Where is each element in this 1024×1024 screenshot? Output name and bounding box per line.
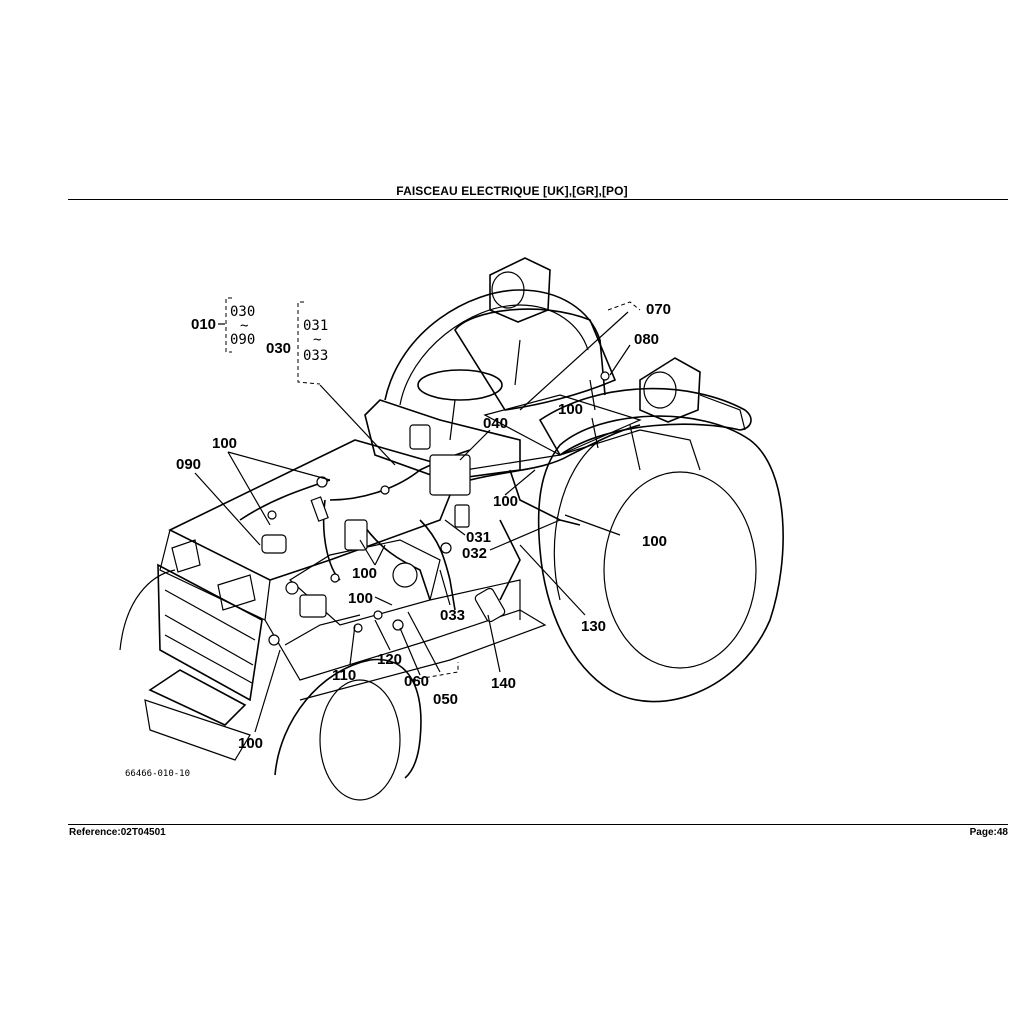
page-number: Page:48 (969, 827, 1008, 838)
callout-110: 110 (332, 667, 356, 684)
svg-text:~: ~ (240, 318, 248, 334)
header-rule (68, 199, 1008, 200)
callout-100: 100 (238, 735, 263, 752)
callout-100: 100 (348, 590, 373, 607)
reference-number: Reference:02T04501 (69, 827, 166, 838)
group-010-range-from: 030 (230, 304, 255, 320)
drawing-number: 66466-010-10 (125, 769, 190, 779)
callout-060: 060 (404, 673, 429, 690)
svg-text:~: ~ (313, 332, 321, 348)
callout-130: 130 (581, 618, 606, 635)
callout-070: 070 (646, 301, 671, 318)
callout-090: 090 (176, 456, 201, 473)
callout-120: 120 (377, 651, 402, 668)
callout-031: 031 (466, 529, 491, 546)
harness-lines (239, 339, 641, 646)
callout-100: 100 (352, 565, 377, 582)
callout-100: 100 (212, 435, 237, 452)
callout-033: 033 (440, 607, 465, 624)
left-lamp (489, 257, 551, 323)
group-030-range-to: 033 (303, 348, 328, 364)
group-070-bracket (607, 301, 641, 311)
tractor-drawing (119, 257, 784, 801)
rear-wheel (537, 415, 784, 703)
callout-080: 080 (634, 331, 659, 348)
right-lamp (639, 357, 701, 423)
steering-wheel (417, 369, 503, 401)
callouts: 070 080 100 040 100 100 090 031 032 100 … (176, 301, 671, 752)
front-wheel (274, 658, 422, 801)
callout-050: 050 (433, 691, 458, 708)
callout-140: 140 (491, 675, 516, 692)
page-title: FAISCEAU ELECTRIQUE [UK],[GR],[PO] (396, 184, 628, 198)
callout-100: 100 (493, 493, 518, 510)
footer-rule (68, 824, 1008, 825)
group-030-range-from: 031 (303, 318, 328, 334)
group-010-label: 010 (191, 316, 216, 333)
group-030: 030 031 ~ 033 (266, 301, 328, 385)
leader-lines (194, 311, 631, 733)
group-030-label: 030 (266, 340, 291, 357)
callout-100: 100 (642, 533, 667, 550)
callout-100: 100 (558, 401, 583, 418)
callout-032: 032 (462, 545, 487, 562)
group-010-range-to: 090 (230, 332, 255, 348)
callout-040: 040 (483, 415, 508, 432)
group-010: 010 030 ~ 090 (191, 297, 255, 353)
